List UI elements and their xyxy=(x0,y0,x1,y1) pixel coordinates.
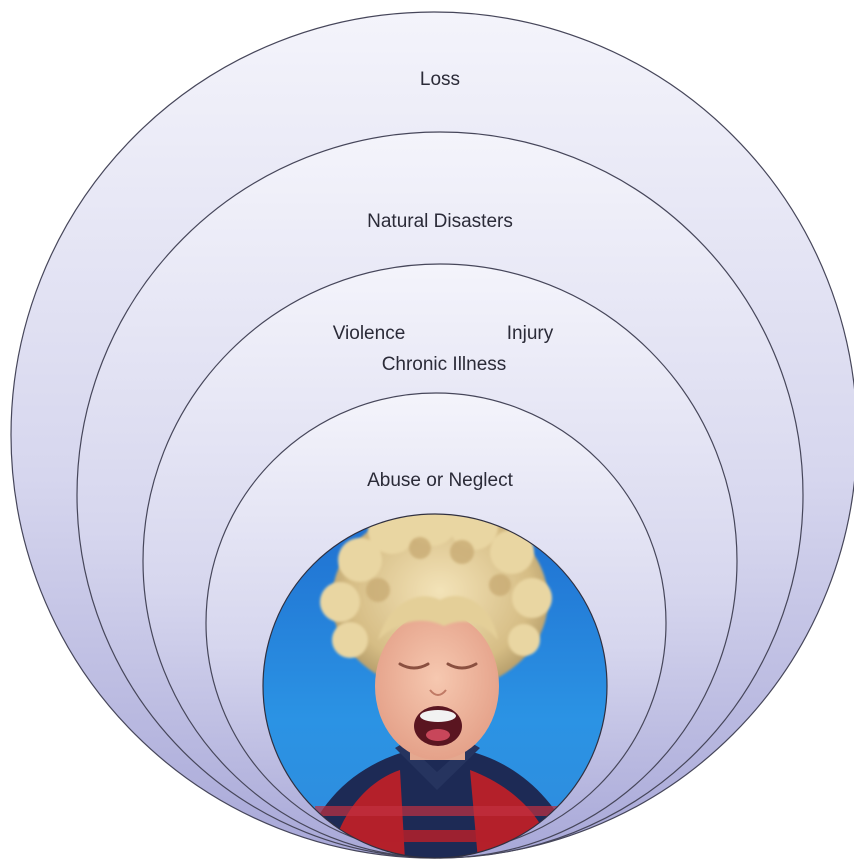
label-abuse-or-neglect: Abuse or Neglect xyxy=(367,470,513,491)
label-loss: Loss xyxy=(420,69,460,90)
label-injury: Injury xyxy=(507,323,554,344)
label-violence: Violence xyxy=(333,323,406,344)
label-natural-disasters: Natural Disasters xyxy=(367,211,513,232)
label-chronic-illness: Chronic Illness xyxy=(382,354,507,375)
child-photo xyxy=(262,513,608,859)
